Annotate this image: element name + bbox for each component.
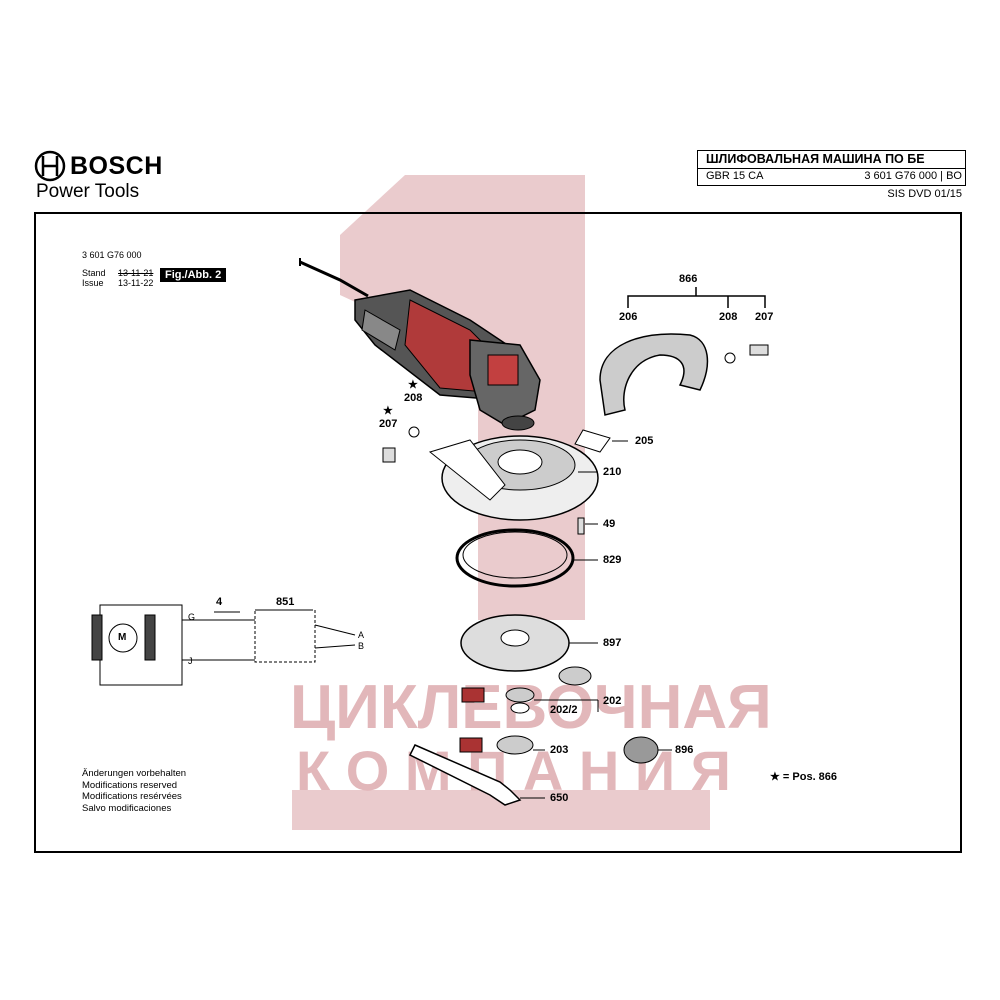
part-label-829: 829 xyxy=(603,554,622,566)
motor-label: M xyxy=(118,632,127,643)
issue-date: 13-11-22 xyxy=(118,278,154,288)
part-label-206: 206 xyxy=(619,311,638,323)
terminal-b: B xyxy=(358,641,365,651)
part-label-208-right: 208 xyxy=(719,311,738,323)
note-line: Änderungen vorbehalten xyxy=(82,768,187,779)
part-label-650: 650 xyxy=(550,792,569,804)
part-label-851: 851 xyxy=(276,596,295,608)
star-legend: ★ = Pos. 866 xyxy=(770,771,838,783)
washer-208 xyxy=(724,352,736,364)
part-label-203: 203 xyxy=(550,744,569,756)
part-label-202-2: 202/2 xyxy=(550,704,578,716)
screw-207 xyxy=(749,344,769,356)
brand-name: BOSCH xyxy=(70,152,163,180)
sis-label: SIS DVD 01/15 xyxy=(887,188,962,200)
handle-206 xyxy=(599,333,709,416)
part-label-210: 210 xyxy=(603,466,622,478)
leader-lines xyxy=(520,440,672,799)
washer-208-left xyxy=(408,426,420,438)
guard-210 xyxy=(428,435,599,521)
part-label-896: 896 xyxy=(675,744,694,756)
part-label-207-right: 207 xyxy=(755,311,774,323)
flange-203 xyxy=(459,735,534,755)
watermark-line1: ЦИКЛЕВОЧНАЯ xyxy=(290,673,772,742)
part-label-49: 49 xyxy=(603,518,616,530)
drawing-frame xyxy=(34,212,962,853)
terminal-a: A xyxy=(358,630,365,640)
nut-896 xyxy=(558,666,659,764)
part-label-866: 866 xyxy=(679,273,698,285)
part-number: 3 601 G76 000 | BO xyxy=(864,170,962,182)
screw-207-left xyxy=(382,447,396,463)
star-207: ★ xyxy=(383,405,393,417)
part-label-4: 4 xyxy=(216,596,223,608)
stand-label: Stand xyxy=(82,268,106,278)
model-name: GBR 15 CA xyxy=(706,170,764,182)
document-title: ШЛИФОВАЛЬНАЯ МАШИНА ПО БЕ xyxy=(706,152,925,166)
terminal-j: J xyxy=(188,656,193,666)
figure-badge: Fig./Abb. 2 xyxy=(160,268,227,282)
disc-897 xyxy=(460,614,570,672)
part-label-208-left: 208 xyxy=(404,392,423,404)
brand-subtitle: Power Tools xyxy=(36,181,140,202)
note-line: Modifications resérvées xyxy=(82,791,182,802)
label-205 xyxy=(574,429,611,453)
part-label-207-left: 207 xyxy=(379,418,398,430)
flange-202 xyxy=(461,687,535,714)
ring-829 xyxy=(455,528,575,588)
notes-block: Änderungen vorbehalten Modifications res… xyxy=(82,768,186,814)
drawing-number: 3 601 G76 000 xyxy=(82,250,142,260)
part-label-897: 897 xyxy=(603,637,622,649)
circuit-diagram xyxy=(91,604,356,686)
stand-date: 13-11-21 xyxy=(118,268,154,278)
part-label-205: 205 xyxy=(635,435,654,447)
note-line: Modifications reserved xyxy=(82,779,178,791)
terminal-g: G xyxy=(188,612,196,622)
screw-49 xyxy=(577,517,585,535)
star-208: ★ xyxy=(408,379,418,391)
title-block: ШЛИФОВАЛЬНАЯ МАШИНА ПО БЕ GBR 15 CA 3 60… xyxy=(697,150,966,186)
part-label-202: 202 xyxy=(603,695,622,707)
wrench-650 xyxy=(408,744,522,806)
note-line: Salvo modificaciones xyxy=(82,802,172,814)
bosch-logo-icon xyxy=(34,150,66,182)
grinder-body xyxy=(299,258,541,431)
issue-label: Issue xyxy=(82,278,104,288)
